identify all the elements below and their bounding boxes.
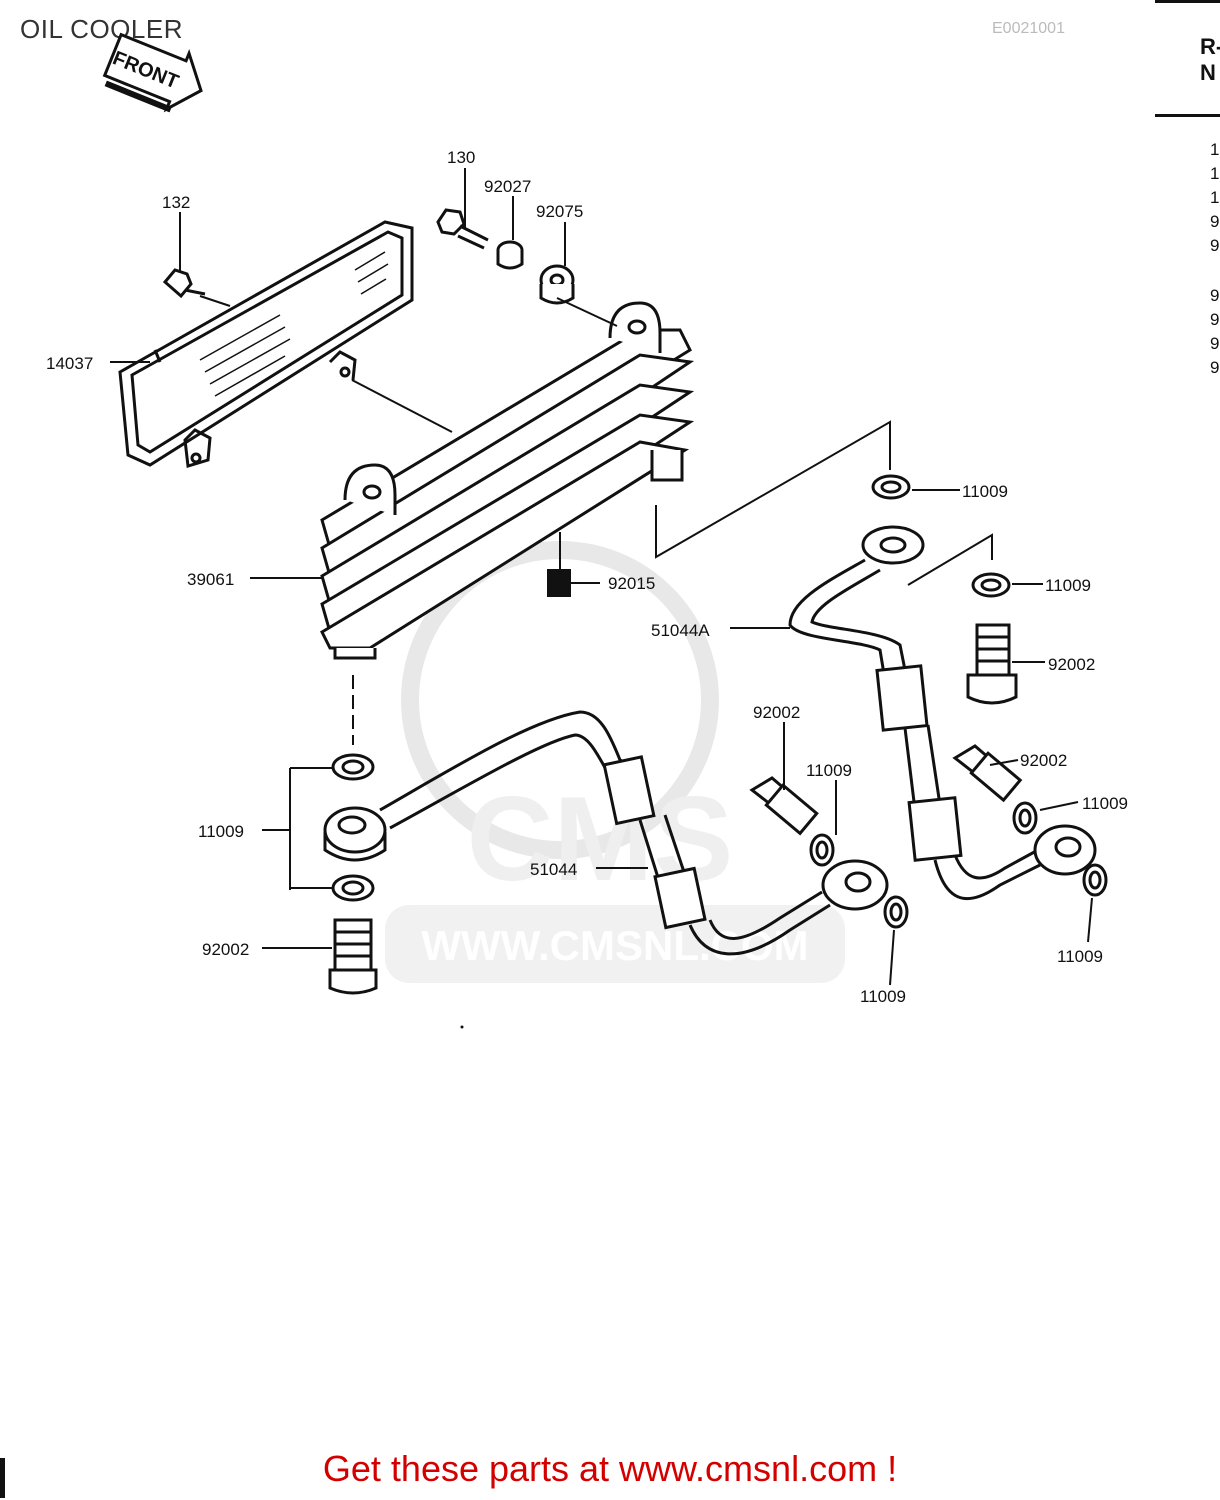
side-panel-row: 1 — [1210, 140, 1220, 159]
leader-lines — [110, 168, 1093, 986]
side-panel-mid-rule — [1155, 114, 1220, 117]
callout-11009: 11009 — [1082, 794, 1128, 813]
union-bolt-92002 — [952, 744, 1023, 803]
callout-11009: 11009 — [1057, 947, 1103, 966]
washer-11009 — [1082, 863, 1108, 897]
callout-11009: 11009 — [962, 482, 1008, 501]
pad-92015 — [547, 532, 571, 597]
side-panel-row: 9 — [1210, 358, 1220, 377]
side-panel-row: 9 — [1210, 236, 1220, 255]
callout-130: 130 — [447, 148, 475, 167]
washer-11009 — [331, 874, 375, 902]
screw-132 — [162, 268, 206, 299]
cooler-grille-14037 — [118, 220, 414, 468]
front-arrow: FRONT — [102, 32, 203, 113]
callout-92002: 92002 — [1020, 751, 1067, 770]
exploded-parts-diagram: CMS WWW.CMSNL.COM FRONT — [46, 32, 1128, 1029]
washer-11009 — [809, 833, 835, 867]
callout-39061: 39061 — [187, 570, 234, 589]
callout-132: 132 — [162, 193, 190, 212]
side-panel-row: 1 — [1210, 188, 1220, 207]
washer-11009 — [871, 474, 911, 500]
callout-14037: 14037 — [46, 354, 93, 373]
union-bolt-92002 — [328, 918, 378, 995]
union-bolt-92002 — [749, 776, 819, 836]
collar-92027 — [496, 240, 524, 270]
left-edge-mark — [0, 1458, 5, 1498]
oil-hose-51044A — [788, 525, 1097, 901]
side-panel-row: 9 — [1210, 212, 1220, 231]
callout-51044A: 51044A — [651, 621, 710, 640]
washer-11009 — [1012, 801, 1038, 835]
callout-11009: 11009 — [806, 761, 852, 780]
callout-92027: 92027 — [484, 177, 531, 196]
footer-promo-link[interactable]: Get these parts at www.cmsnl.com ! — [322, 1448, 898, 1489]
callout-labels: 132 130 92027 92075 14037 39061 92015 11… — [46, 148, 1128, 1006]
side-panel-header-1: R- — [1200, 34, 1220, 59]
washer-11009 — [971, 572, 1011, 598]
callout-92002: 92002 — [753, 703, 800, 722]
grommet-92075 — [539, 264, 575, 305]
union-bolt-92002 — [966, 623, 1018, 705]
side-panel-top-rule — [1155, 0, 1220, 3]
washer-11009 — [883, 895, 909, 929]
page-title: OIL COOLER — [20, 14, 183, 44]
callout-92075: 92075 — [536, 202, 583, 221]
callout-11009: 11009 — [860, 987, 906, 1006]
callout-92002: 92002 — [1048, 655, 1095, 674]
stray-dot — [460, 1025, 464, 1029]
callout-51044: 51044 — [530, 860, 577, 879]
callout-92002: 92002 — [202, 940, 249, 959]
callout-11009: 11009 — [1045, 576, 1091, 595]
side-panel-row: 9 — [1210, 286, 1220, 305]
watermark-text: WWW.CMSNL.COM — [421, 922, 808, 969]
callout-11009: 11009 — [198, 822, 244, 841]
diagram-code: E0021001 — [992, 20, 1065, 37]
side-panel-row: 1 — [1210, 164, 1220, 183]
bolt-130 — [436, 208, 489, 250]
side-panel-row: 9 — [1210, 334, 1220, 353]
side-panel-header-2: N — [1200, 60, 1216, 85]
oil-hose-51044 — [323, 710, 889, 956]
washer-11009 — [331, 753, 375, 781]
callout-92015: 92015 — [608, 574, 655, 593]
side-panel-row: 9 — [1210, 310, 1220, 329]
oil-cooler-39061 — [320, 301, 695, 660]
